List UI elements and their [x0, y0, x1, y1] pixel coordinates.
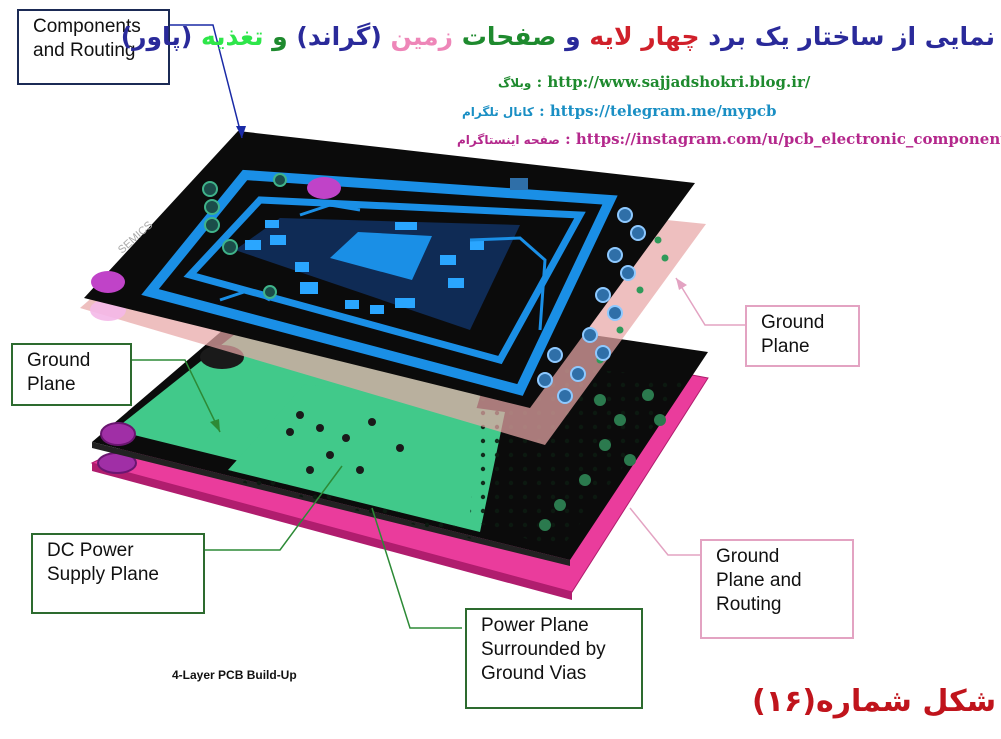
callout-ground-plane-routing: Ground Plane and Routing: [700, 539, 854, 639]
instagram-link-row: صفحه اینستاگرام : https://instagram.com/…: [457, 130, 1001, 148]
instagram-url[interactable]: https://instagram.com/u/pcb_electronic_c…: [575, 130, 1001, 148]
leader-lines: [132, 24, 745, 629]
callout-ground-plane-left: Ground Plane: [11, 343, 132, 406]
telegram-label: کانال تلگرام: [462, 105, 534, 119]
telegram-url[interactable]: https://telegram.me/mypcb: [549, 102, 777, 120]
figure-number-label: شکل شماره(۱۶): [752, 684, 997, 719]
title-part: و: [556, 22, 590, 51]
title-part: چهار لایه: [589, 22, 700, 51]
title-part: (پاور): [120, 22, 201, 51]
callout-power-plane-vias: Power Plane Surrounded by Ground Vias: [465, 608, 643, 709]
title-part: (گراند): [296, 22, 382, 51]
title-part: و: [263, 22, 297, 51]
blog-url[interactable]: http://www.sajjadshokri.blog.ir/: [547, 73, 811, 91]
title-part: زمین: [381, 22, 462, 51]
callout-dc-power-supply: DC Power Supply Plane: [31, 533, 205, 614]
instagram-label: صفحه اینستاگرام: [457, 133, 560, 147]
title-part: تغذیه: [200, 22, 264, 51]
callout-components-routing: Components and Routing: [17, 9, 170, 85]
telegram-link-row: کانال تلگرام : https://telegram.me/mypcb: [462, 102, 777, 120]
blog-link-row: وبلاگ : http://www.sajjadshokri.blog.ir/: [498, 73, 811, 91]
title-part: صفحات: [461, 22, 557, 51]
blog-label: وبلاگ: [498, 76, 532, 90]
persian-title: نمایی از ساختار یک برد چهار لایه و صفحات…: [121, 22, 995, 51]
callout-ground-plane-right: Ground Plane: [745, 305, 860, 367]
top-layer: SEMICS: [84, 131, 695, 408]
title-part: نمایی از ساختار یک برد: [699, 22, 995, 51]
figure-caption: 4-Layer PCB Build-Up: [172, 668, 297, 682]
